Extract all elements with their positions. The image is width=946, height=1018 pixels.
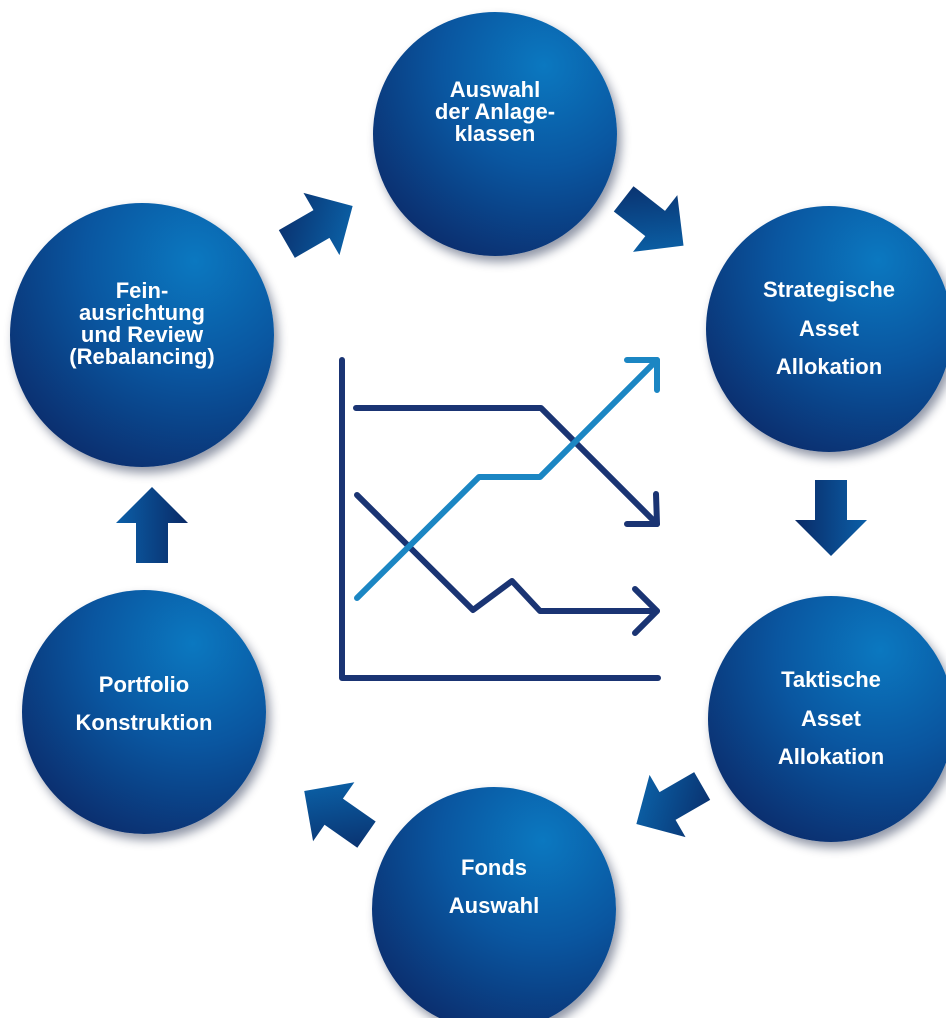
arrow-strategisch-to-taktisch [795,480,867,556]
step-feinausrichtung-review: Fein- ausrichtung und Review (Rebalancin… [10,203,274,467]
step-label: Strategische Asset Allokation [762,277,896,380]
step-portfolio-konstruktion: Portfolio Konstruktion [22,590,266,834]
step-auswahl-anlageklassen: Auswahl der Anlage- klassen [373,12,617,256]
rising-line [354,357,660,601]
step-fonds-auswahl: Fonds Auswahl [372,787,616,1018]
step-label: Fonds Auswahl [448,854,540,919]
arrow-fein-to-auswahl [278,192,353,258]
chart-axes [339,357,661,681]
step-label: Auswahl der Anlage- klassen [434,77,556,146]
arrow-taktisch-to-fonds [636,772,711,838]
rising-line-arrowhead [624,357,660,393]
arrow-fonds-to-portfolio [304,782,376,848]
arrow-auswahl-to-strategisch [613,186,684,252]
step-label: Fein- ausrichtung und Review (Rebalancin… [69,278,215,369]
falling-line-lower [354,492,660,614]
falling-line-lower-arrowhead [632,586,660,636]
step-label: Taktische Asset Allokation [777,667,885,770]
step-strategische-asset-allokation: Strategische Asset Allokation [706,206,946,452]
falling-line-upper [353,405,660,527]
step-taktische-asset-allokation: Taktische Asset Allokation [708,596,946,842]
step-label: Portfolio Konstruktion [75,671,213,736]
falling-line-upper-arrowhead [624,491,660,527]
arrow-portfolio-to-fein [116,487,188,563]
